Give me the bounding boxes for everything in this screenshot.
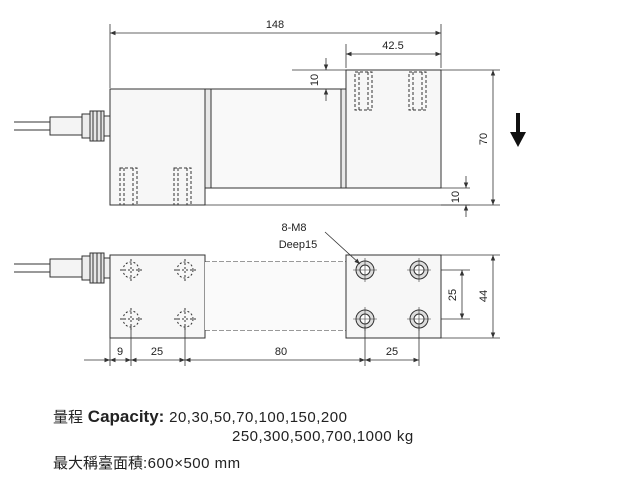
capacity-values-1: 20,30,50,70,100,150,200 <box>169 409 348 426</box>
capacity-line-2: 250,300,500,700,1000 kg <box>232 427 414 445</box>
hole-thread-label: 8-M8 <box>281 222 306 234</box>
dim-hole-spacing-vertical: 25 <box>447 289 459 301</box>
dim-middle-length: 80 <box>275 346 287 358</box>
threaded-hole-bottom-1 <box>119 167 138 206</box>
capacity-line: 量程 Capacity: 20,30,50,70,100,150,200 <box>53 406 347 427</box>
dim-hole-spacing-left: 25 <box>151 346 163 358</box>
right-block-side <box>345 69 442 189</box>
dim-top-offset: 10 <box>309 74 321 86</box>
threaded-hole-6 <box>407 258 431 282</box>
capacity-values-2: 250,300,500,700,1000 kg <box>232 428 414 445</box>
dim-height: 70 <box>478 133 490 145</box>
capacity-label-en: Capacity: <box>87 407 165 426</box>
dim-edge-left: 9 <box>117 346 123 358</box>
top-view <box>14 231 500 366</box>
hidden-hole-1 <box>120 259 142 281</box>
dim-hole-spacing-right: 25 <box>386 346 398 358</box>
down-arrow-icon <box>510 113 526 147</box>
cable-top <box>14 110 112 142</box>
platform-value: :600×500 mm <box>143 455 241 472</box>
threaded-hole-top-1 <box>354 71 373 111</box>
threaded-hole-bottom-2 <box>173 167 192 206</box>
threaded-hole-top-2 <box>408 71 427 111</box>
left-block-side <box>109 88 206 206</box>
cable-bottom <box>14 252 112 284</box>
threaded-hole-8 <box>407 307 431 331</box>
side-view <box>14 24 500 217</box>
capacity-label-cn: 量程 <box>53 408 84 426</box>
dim-width: 44 <box>478 290 490 302</box>
platform-label-cn: 最大稱臺面積 <box>53 454 144 472</box>
middle-beam-side <box>210 88 342 189</box>
dim-overall-length: 148 <box>266 19 284 31</box>
threaded-hole-5 <box>353 258 377 282</box>
dim-top-block-width: 42.5 <box>382 40 403 52</box>
dim-bottom-offset: 10 <box>450 191 462 203</box>
platform-line: 最大稱臺面積:600×500 mm <box>53 452 241 473</box>
hole-depth-label: Deep15 <box>279 239 318 251</box>
threaded-hole-7 <box>353 307 377 331</box>
left-plate-top <box>109 254 206 339</box>
hidden-hole-2 <box>174 259 196 281</box>
